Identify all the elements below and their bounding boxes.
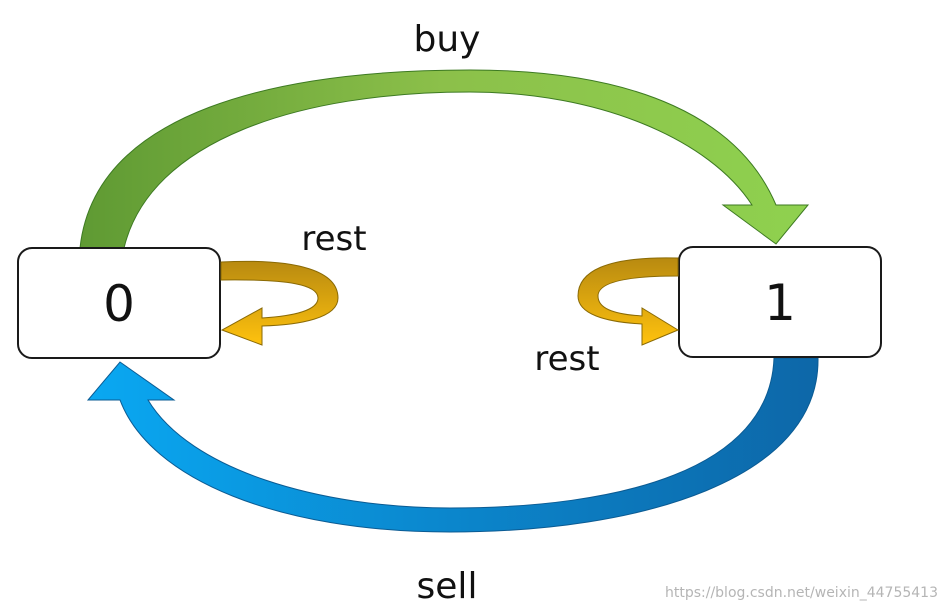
buy-arrow [79, 69, 810, 249]
rest-label-0: rest [301, 219, 366, 259]
rest-label-1: rest [534, 339, 599, 379]
state-box-1: 1 [678, 246, 882, 358]
watermark: https://blog.csdn.net/weixin_44755413 [665, 585, 938, 601]
state-label-1: 1 [764, 274, 796, 332]
sell-label: sell [417, 566, 478, 607]
rest-loop-1 [577, 257, 680, 346]
state-box-0: 0 [17, 247, 221, 359]
state-label-0: 0 [103, 275, 135, 333]
buy-label: buy [414, 19, 481, 60]
rest-loop-0 [220, 260, 339, 346]
sell-arrow [86, 357, 819, 533]
